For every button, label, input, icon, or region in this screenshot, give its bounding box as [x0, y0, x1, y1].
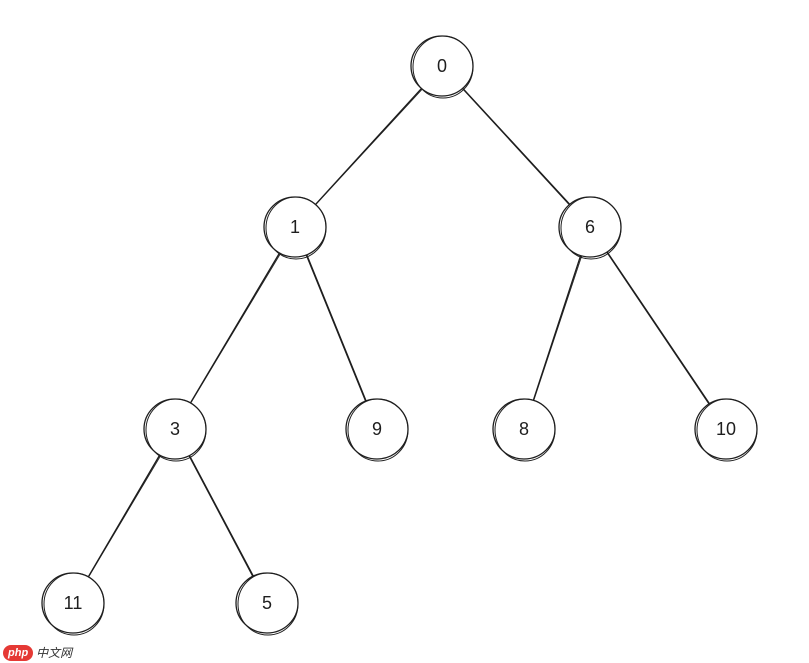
tree-node-0: 0 [410, 35, 474, 99]
watermark: php 中文网 [3, 644, 72, 661]
edge-n6-n10 [605, 250, 711, 406]
tree-node-11: 11 [41, 572, 105, 636]
node-circle-sketch [494, 398, 556, 462]
edge-stroke-sketch [189, 454, 255, 578]
tree-node-6: 6 [558, 196, 622, 260]
node-label: 5 [262, 593, 272, 613]
edge-n0-n1 [313, 86, 424, 207]
node-label: 0 [437, 56, 447, 76]
node-label: 11 [64, 593, 83, 613]
node-label: 10 [716, 419, 736, 439]
edge-stroke [86, 453, 162, 579]
node-label: 8 [519, 419, 529, 439]
edge-stroke-sketch [87, 454, 162, 578]
node-circle-sketch [43, 572, 105, 636]
edge-n6-n8 [532, 253, 583, 403]
node-circle-sketch [412, 35, 474, 99]
tree-node-8: 8 [492, 398, 556, 462]
watermark-site-text: 中文网 [36, 646, 73, 660]
tree-node-1: 1 [263, 196, 327, 260]
edge-stroke-sketch [306, 253, 368, 403]
edge-n0-n6 [460, 86, 572, 207]
node-label: 6 [585, 217, 595, 237]
edge-stroke [532, 253, 582, 403]
edge-stroke [189, 251, 281, 405]
tree-node-5: 5 [235, 572, 299, 636]
edge-stroke-sketch [314, 87, 424, 206]
node-circle-sketch [265, 196, 327, 260]
edges-layer [86, 86, 711, 579]
edge-n3-n11 [86, 453, 162, 579]
edge-stroke [460, 86, 572, 207]
edge-n1-n3 [189, 251, 282, 405]
edge-stroke-sketch [533, 254, 583, 402]
edge-stroke [605, 250, 711, 406]
node-circle-sketch [237, 572, 299, 636]
node-circle-sketch [696, 398, 758, 462]
edge-stroke-sketch [190, 252, 282, 405]
edge-stroke-sketch [606, 251, 711, 405]
edge-n3-n5 [187, 453, 255, 579]
edge-stroke [305, 253, 367, 403]
watermark-logo: php [3, 644, 34, 661]
edge-stroke [187, 453, 255, 579]
node-circle-sketch [560, 196, 622, 260]
nodes-layer: 0 1 6 3 9 8 10 11 5 [41, 35, 758, 636]
node-label: 3 [170, 419, 180, 439]
edge-n1-n9 [305, 253, 368, 403]
tree-node-10: 10 [694, 398, 758, 462]
edge-stroke-sketch [462, 87, 572, 206]
node-label: 1 [290, 217, 300, 237]
tree-node-9: 9 [345, 398, 409, 462]
node-circle-sketch [145, 398, 207, 462]
node-label: 9 [372, 419, 382, 439]
node-circle-sketch [347, 398, 409, 462]
tree-node-3: 3 [143, 398, 207, 462]
